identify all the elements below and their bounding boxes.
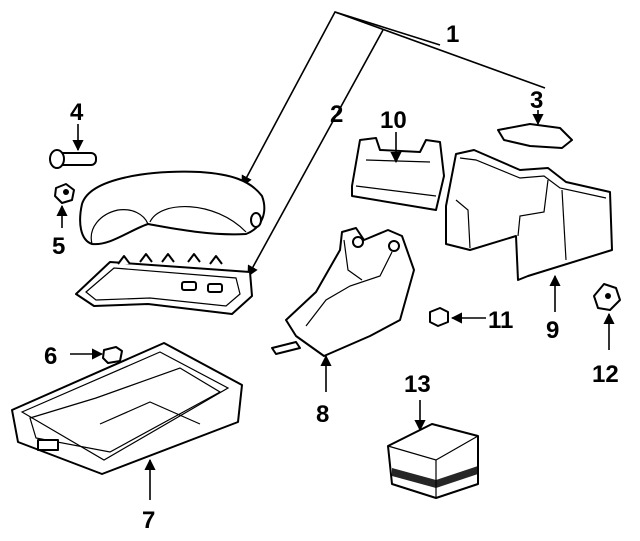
bushing-part [54,183,75,228]
armrest-lid [79,170,266,246]
callout-1: 1 [446,21,459,48]
callout-13: 13 [404,371,431,398]
grommet-part [429,307,486,327]
pin-part [49,124,97,169]
storage-tray [11,342,243,500]
callout-5: 5 [52,233,65,260]
leader-lines-1 [241,11,546,277]
console-bracket [271,227,415,392]
callout-11: 11 [488,307,513,334]
callout-3: 3 [530,87,543,114]
pad-part [387,400,479,499]
upper-bracket [351,132,445,211]
callout-12: 12 [592,361,619,388]
callout-10: 10 [380,107,407,134]
console-housing [445,149,613,312]
callout-4: 4 [70,99,84,126]
clip-part [70,346,123,364]
armrest-base [75,253,253,315]
callout-7: 7 [142,507,155,534]
callout-2: 2 [330,101,343,128]
cap-part [497,110,573,149]
callout-9: 9 [546,317,559,344]
callout-6: 6 [44,343,57,370]
callout-8: 8 [316,401,329,428]
latch-part [593,283,621,350]
